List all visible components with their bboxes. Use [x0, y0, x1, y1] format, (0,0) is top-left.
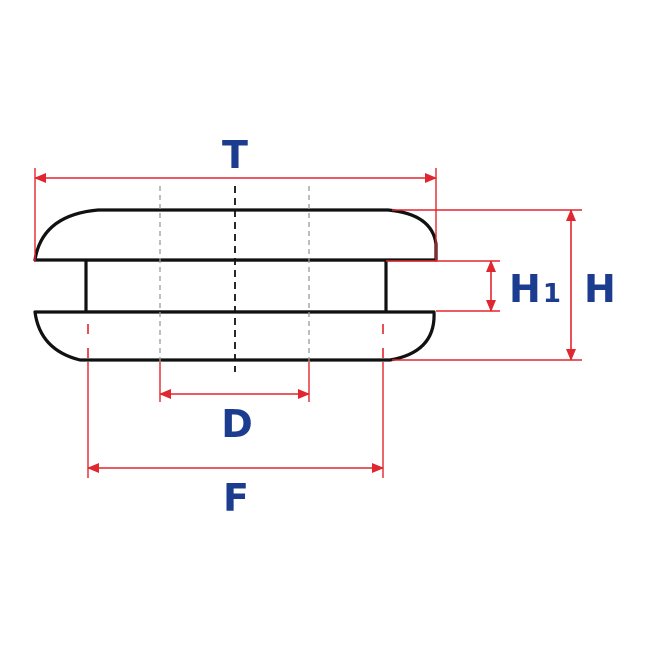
dimension-d: D: [159, 362, 310, 446]
dimension-h1-label: H1: [509, 267, 561, 311]
dimension-h1-subscript: 1: [543, 279, 561, 309]
dimension-t: T: [34, 133, 437, 262]
dimension-h-label: H: [584, 267, 616, 311]
dimension-h1-letter: H: [509, 267, 541, 311]
dimension-f-label: F: [223, 476, 249, 520]
dimension-h: H: [392, 209, 616, 361]
dimension-f: F: [87, 324, 384, 520]
dimension-d-label: D: [221, 402, 253, 446]
dimension-t-label: T: [222, 133, 248, 177]
grommet-waist: [84, 258, 388, 314]
dimension-h1: H1: [386, 260, 561, 312]
